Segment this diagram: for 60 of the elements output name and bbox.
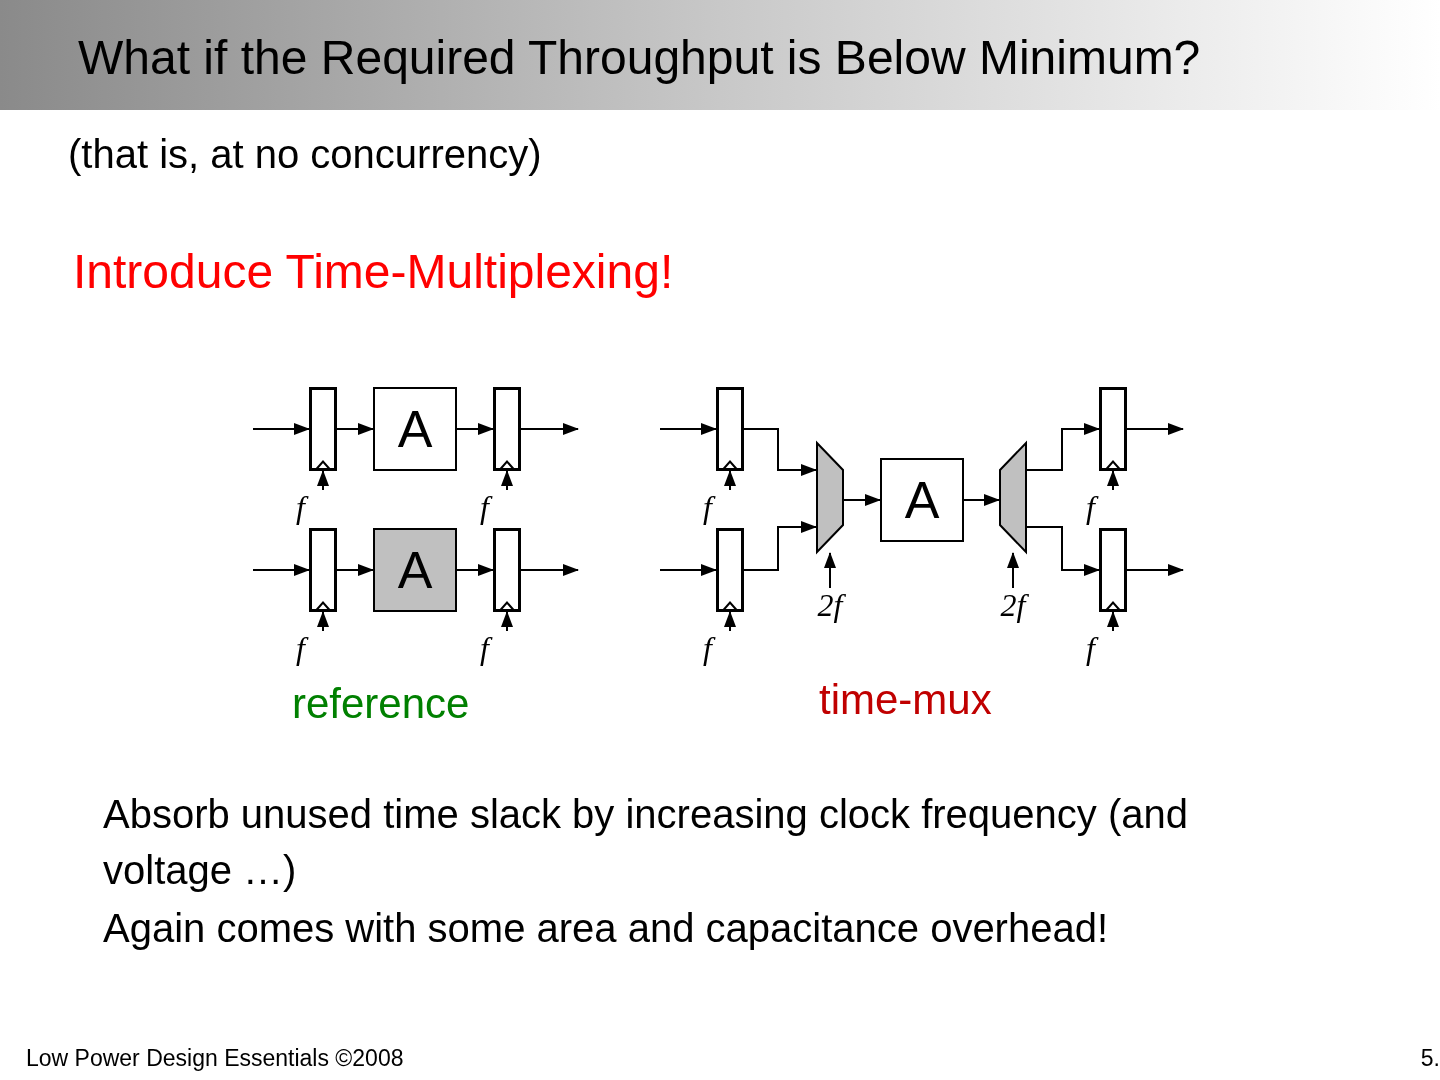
footer-text: Low Power Design Essentials ©2008: [26, 1044, 404, 1073]
clock-label: 2f: [810, 588, 850, 622]
arrow: [520, 423, 579, 435]
arrow: [659, 423, 717, 435]
arrow: [843, 494, 881, 506]
clock-label: f: [296, 490, 326, 524]
arrow: [743, 428, 817, 476]
arrow: [456, 423, 494, 435]
register-symbol: [716, 387, 744, 471]
arrow: [659, 564, 717, 576]
clock-label: 2f: [993, 588, 1033, 622]
arrow: [743, 521, 817, 571]
arrow: [336, 423, 374, 435]
subtitle: (that is, at no concurrency): [68, 131, 542, 178]
function-block: A: [373, 528, 457, 612]
register-symbol: [493, 387, 521, 471]
clock-label: f: [296, 631, 326, 665]
function-block: A: [880, 458, 964, 542]
heading: Introduce Time-Multiplexing!: [73, 244, 674, 300]
register-symbol: [1099, 387, 1127, 471]
arrow: [1026, 526, 1100, 576]
arrow: [336, 564, 374, 576]
arrow: [963, 494, 1000, 506]
register-symbol: [493, 528, 521, 612]
arrow: [520, 564, 579, 576]
caption: reference: [292, 679, 470, 729]
caption: time-mux: [819, 675, 992, 725]
arrow: [252, 564, 310, 576]
register-symbol: [309, 387, 337, 471]
arrow: [317, 611, 329, 632]
arrow: [1107, 611, 1119, 632]
arrow: [501, 611, 513, 632]
clock-label: f: [703, 490, 733, 524]
slide-title: What if the Required Throughput is Below Minimum?: [78, 30, 1201, 86]
arrow: [1126, 564, 1184, 576]
arrow: [824, 552, 836, 589]
clock-label: f: [1086, 631, 1116, 665]
clock-label: f: [703, 631, 733, 665]
arrow: [1026, 423, 1100, 471]
clock-label: f: [1086, 490, 1116, 524]
clock-label: f: [480, 631, 510, 665]
arrow: [724, 470, 736, 491]
multiplexer-symbol: [816, 442, 844, 553]
arrow: [501, 470, 513, 491]
register-symbol: [716, 528, 744, 612]
demultiplexer-symbol: [999, 442, 1027, 553]
arrow: [1126, 423, 1184, 435]
arrow: [724, 611, 736, 632]
arrow: [252, 423, 310, 435]
arrow: [456, 564, 494, 576]
clock-label: f: [480, 490, 510, 524]
arrow: [1107, 470, 1119, 491]
page-number: 5.: [1420, 1044, 1440, 1073]
function-block: A: [373, 387, 457, 471]
arrow: [1007, 552, 1019, 589]
paragraph: Absorb unused time slack by increasing clock frequency (and voltage …): [103, 791, 1189, 894]
register-symbol: [1099, 528, 1127, 612]
register-symbol: [309, 528, 337, 612]
paragraph: Again comes with some area and capacitance overhead!: [103, 905, 1109, 952]
arrow: [317, 470, 329, 491]
